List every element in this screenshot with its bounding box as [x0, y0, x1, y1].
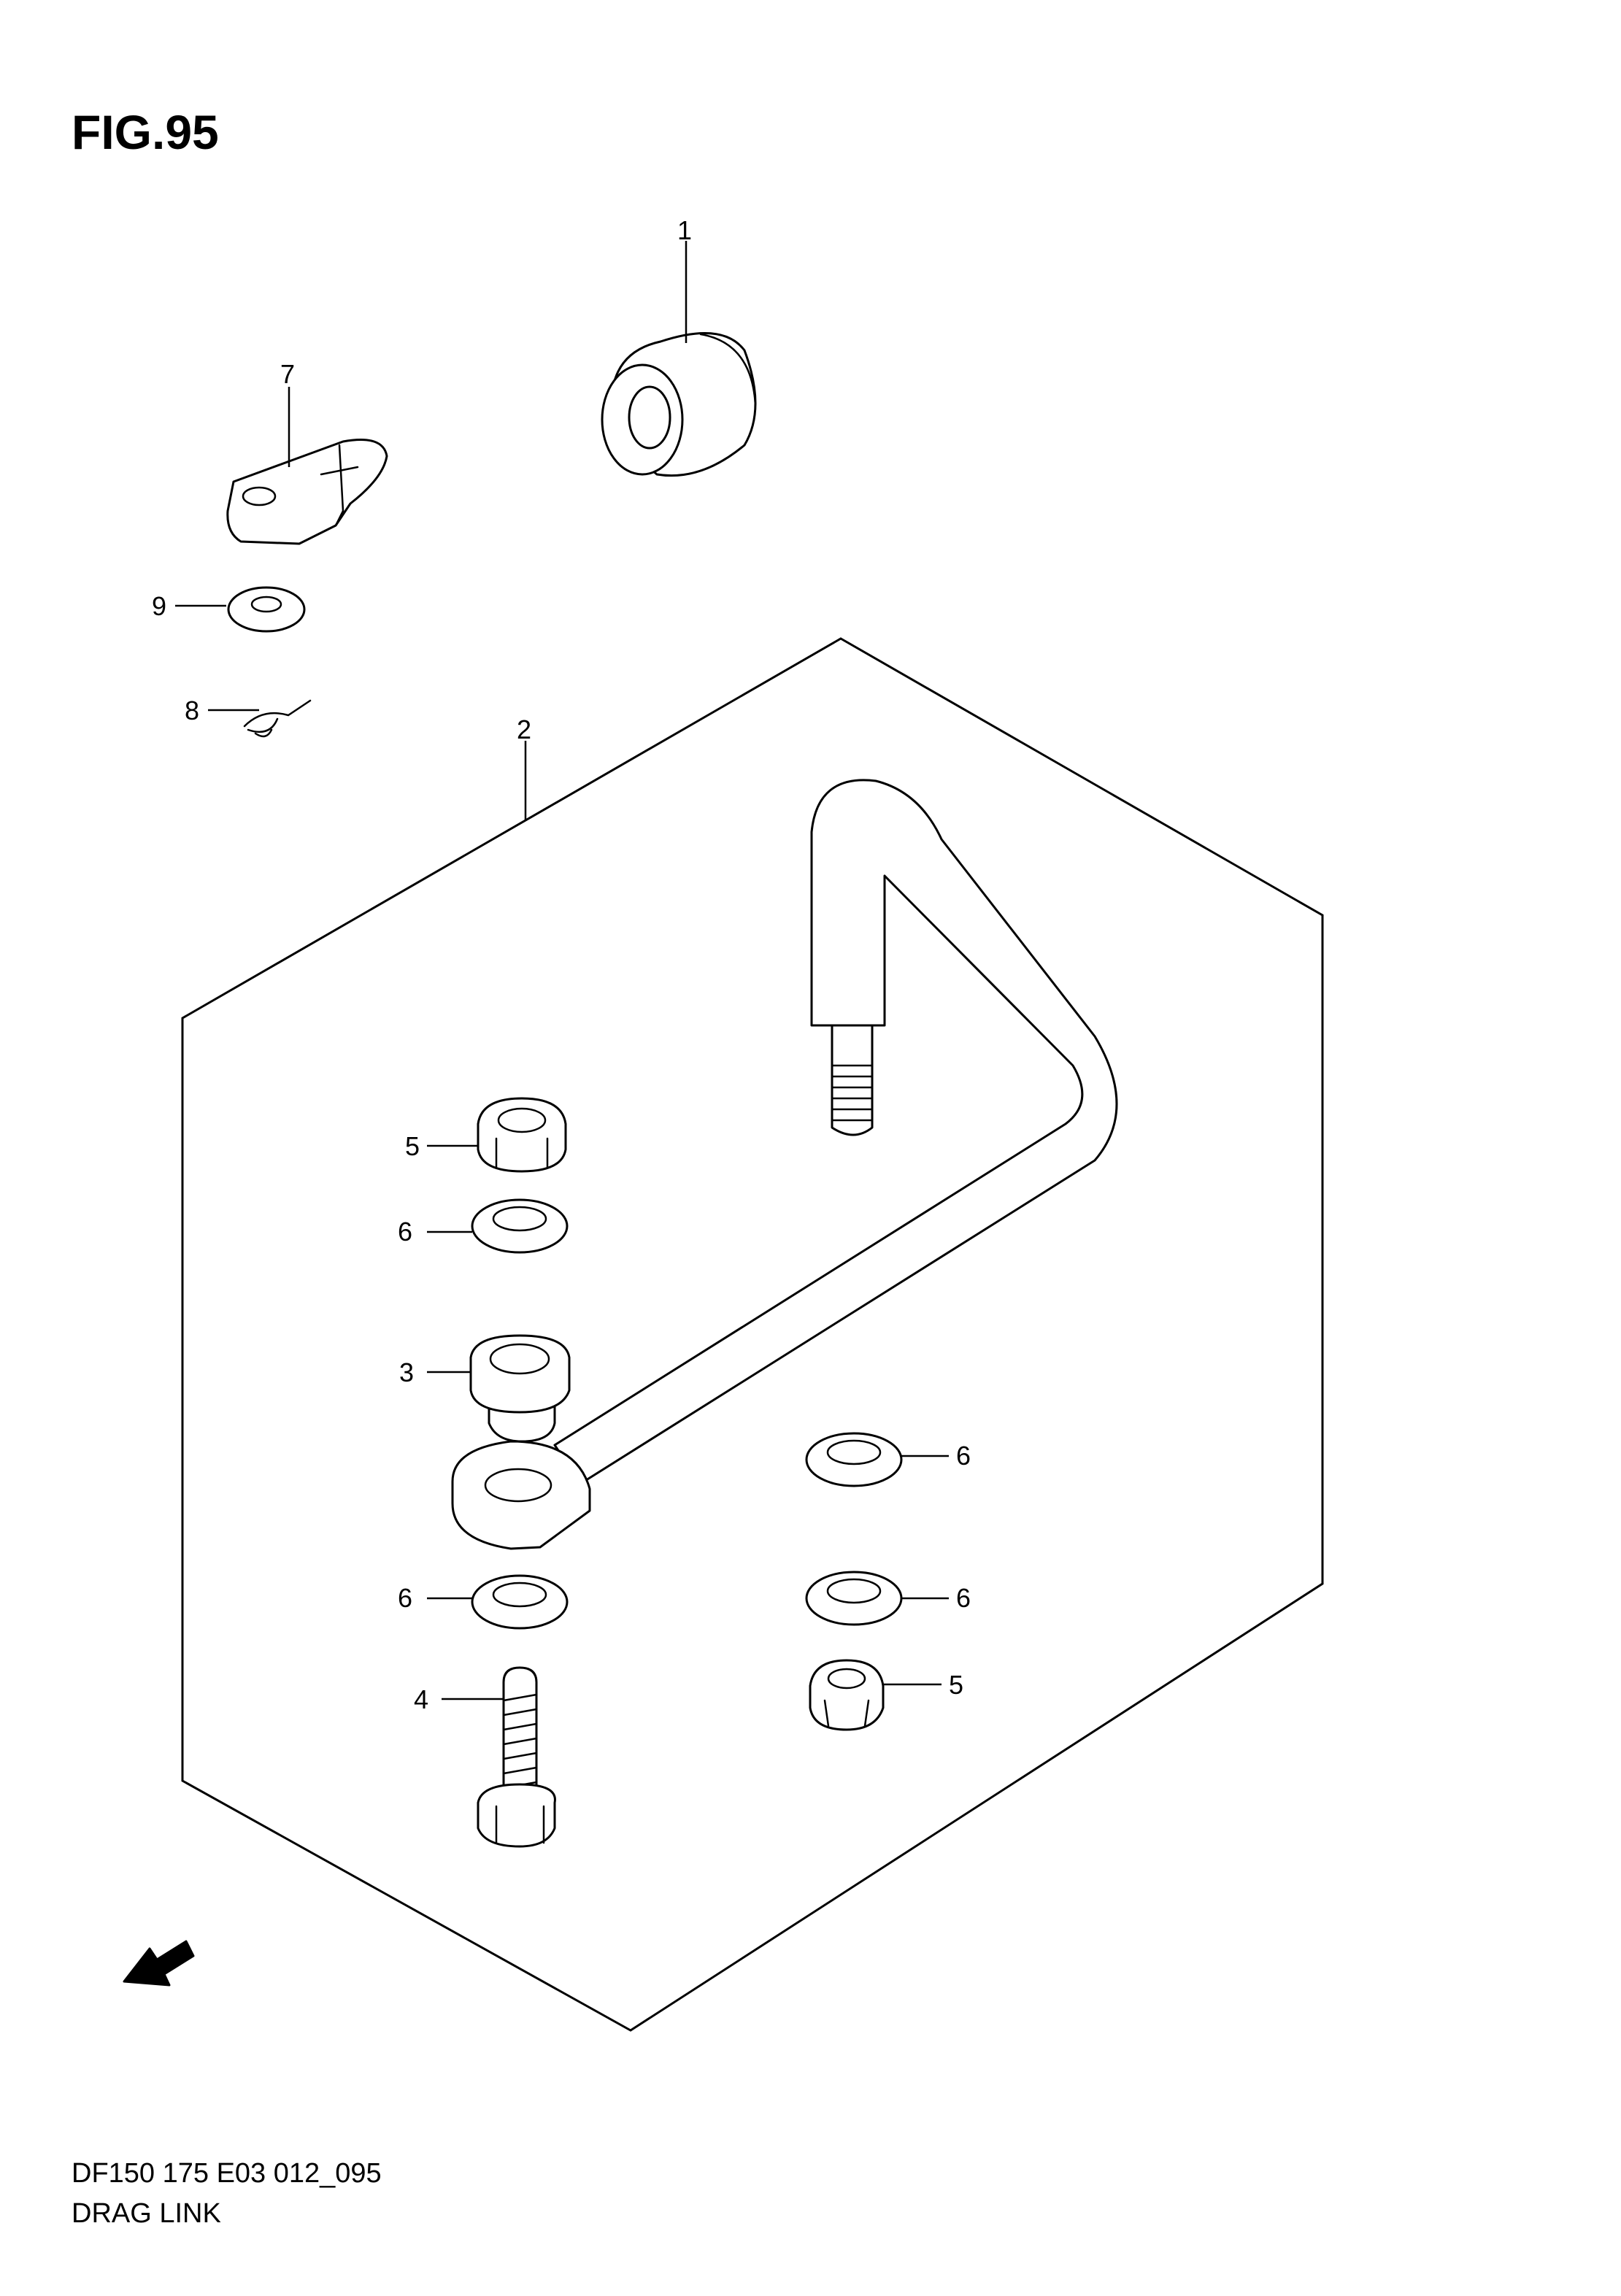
assembly-frame: [181, 637, 1324, 2032]
part-washer-small: [227, 586, 306, 633]
callout-9: 9: [152, 591, 166, 621]
footer-name: DRAG LINK: [72, 2198, 221, 2229]
part-washer-right-lower: [805, 1571, 903, 1626]
part-drag-link-rod: [451, 779, 1118, 1550]
callout-2: 2: [517, 714, 531, 744]
part-bolt: [477, 1666, 556, 1848]
callout-5-lower: 5: [949, 1670, 963, 1700]
callout-4: 4: [414, 1684, 428, 1714]
callout-8: 8: [185, 696, 199, 725]
part-washer-right-upper: [805, 1432, 903, 1487]
part-collar: [469, 1334, 571, 1443]
callout-1: 1: [677, 215, 692, 245]
part-cotter-pin: [243, 699, 312, 738]
part-washer-left-lower: [471, 1574, 569, 1630]
footer-code: DF150 175 E03 012_095: [72, 2158, 382, 2189]
part-washer-left-upper: [471, 1198, 569, 1254]
part-nut-upper: [477, 1097, 567, 1173]
callout-6-left-upper: 6: [398, 1217, 412, 1247]
callout-5-upper: 5: [405, 1131, 420, 1161]
callout-6-left-lower: 6: [398, 1583, 412, 1613]
part-clevis: [226, 439, 388, 545]
callout-7: 7: [280, 359, 295, 389]
fwd-arrow-icon: FWD: [123, 1722, 958, 1987]
callout-6-right-lower: 6: [956, 1583, 971, 1613]
part-nut-lower: [809, 1659, 885, 1731]
callout-3: 3: [399, 1357, 414, 1387]
part-bushing: [601, 331, 757, 477]
figure-title: FIG.95: [72, 105, 219, 159]
thread-lines: [831, 1064, 874, 1122]
callout-6-right-upper: 6: [956, 1441, 971, 1471]
fwd-arrow-label: FWD: [922, 1722, 958, 1754]
